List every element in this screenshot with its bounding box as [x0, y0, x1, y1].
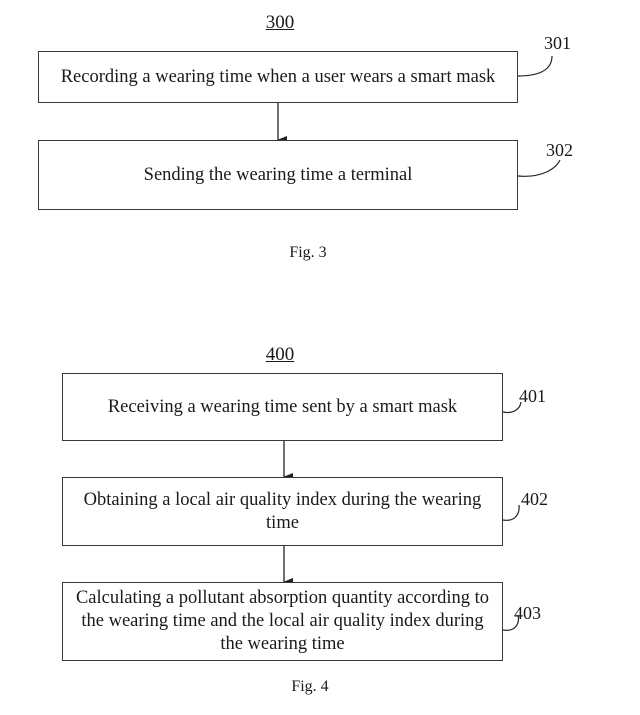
leader-line-403 — [502, 614, 520, 631]
leader-line-302 — [517, 159, 561, 177]
step-box-402: Obtaining a local air quality index duri… — [62, 477, 503, 546]
figure3-reference-number: 300 — [265, 12, 295, 33]
figure4-caption: Fig. 4 — [291, 678, 329, 695]
leader-line-401 — [502, 401, 522, 414]
figure3-caption: Fig. 3 — [289, 244, 327, 261]
step-label-401: 401 — [519, 386, 546, 406]
step-label-402: 402 — [521, 489, 548, 509]
step-label-403: 403 — [514, 603, 541, 623]
step-label-301: 301 — [544, 33, 571, 53]
figure4-reference-number: 400 — [265, 344, 295, 365]
step-box-401: Receiving a wearing time sent by a smart… — [62, 373, 503, 441]
step-text-401: Receiving a wearing time sent by a smart… — [107, 396, 458, 417]
step-label-302: 302 — [546, 140, 573, 160]
step-box-301: Recording a wearing time when a user wea… — [38, 51, 518, 103]
step-text-402: Obtaining a local air quality index duri… — [83, 489, 482, 533]
step-text-302: Sending the wearing time a terminal — [143, 164, 413, 185]
step-text-403: Calculating a pollutant absorption quant… — [75, 588, 490, 654]
step-box-302: Sending the wearing time a terminal — [38, 140, 518, 210]
leader-line-402 — [502, 504, 520, 521]
step-text-301: Recording a wearing time when a user wea… — [60, 66, 496, 87]
leader-line-301 — [517, 55, 553, 77]
step-box-403: Calculating a pollutant absorption quant… — [62, 582, 503, 661]
